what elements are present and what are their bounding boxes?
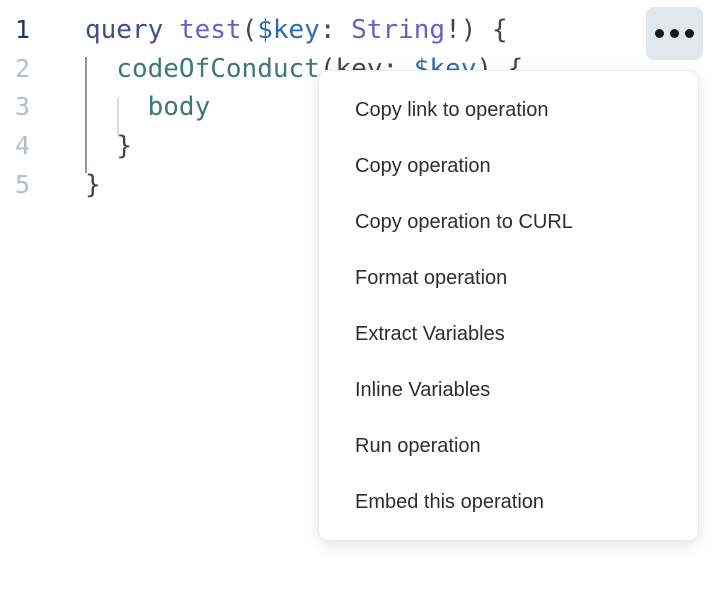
menu-item-format-operation[interactable]: Format operation: [355, 267, 508, 290]
menu-item-inline-variables[interactable]: Inline Variables: [355, 378, 491, 401]
code-line[interactable]: 3 body: [0, 88, 523, 127]
token-punctuation: !) {: [445, 15, 508, 45]
line-number: 3: [14, 92, 30, 122]
menu-item-embed-this-operation[interactable]: Embed this operation: [355, 490, 545, 513]
line-number: 2: [14, 53, 30, 83]
menu-item-copy-operation[interactable]: Copy operation: [355, 155, 491, 178]
code-line[interactable]: 5}: [0, 166, 523, 205]
token-keyword: query: [85, 15, 164, 45]
menu-item-copy-link-to-operation[interactable]: Copy link to operation: [355, 99, 549, 122]
token-punctuation: (: [241, 15, 258, 45]
code-line[interactable]: 1 query test($key: String!) {: [0, 11, 523, 50]
line-number: 4: [14, 131, 30, 161]
token-punctuation: }: [85, 169, 101, 200]
code-line[interactable]: 4 }: [0, 127, 523, 166]
token-whitespace: [336, 15, 352, 45]
token-whitespace: [85, 54, 116, 84]
menu-item-copy-operation-to-curl[interactable]: Copy operation to CURL: [355, 211, 573, 234]
indent-guide: [117, 97, 119, 136]
ellipsis-icon: [652, 29, 697, 38]
more-options-button[interactable]: [646, 7, 703, 60]
token-variable: $key: [257, 15, 320, 45]
token-punctuation: :: [319, 15, 336, 45]
line-number: 1: [14, 15, 30, 44]
token-whitespace: [163, 15, 179, 45]
token-punctuation: }: [116, 131, 132, 162]
token-whitespace: [85, 131, 116, 161]
menu-item-extract-variables[interactable]: Extract Variables: [355, 323, 505, 345]
token-definition: test: [178, 15, 242, 45]
line-number: 5: [14, 169, 30, 199]
menu-item-run-operation[interactable]: Run operation: [355, 434, 481, 457]
token-field: body: [147, 92, 211, 123]
token-field: codeOfConduct: [116, 53, 320, 84]
indent-guide: [85, 57, 87, 173]
token-type: String: [351, 15, 446, 45]
